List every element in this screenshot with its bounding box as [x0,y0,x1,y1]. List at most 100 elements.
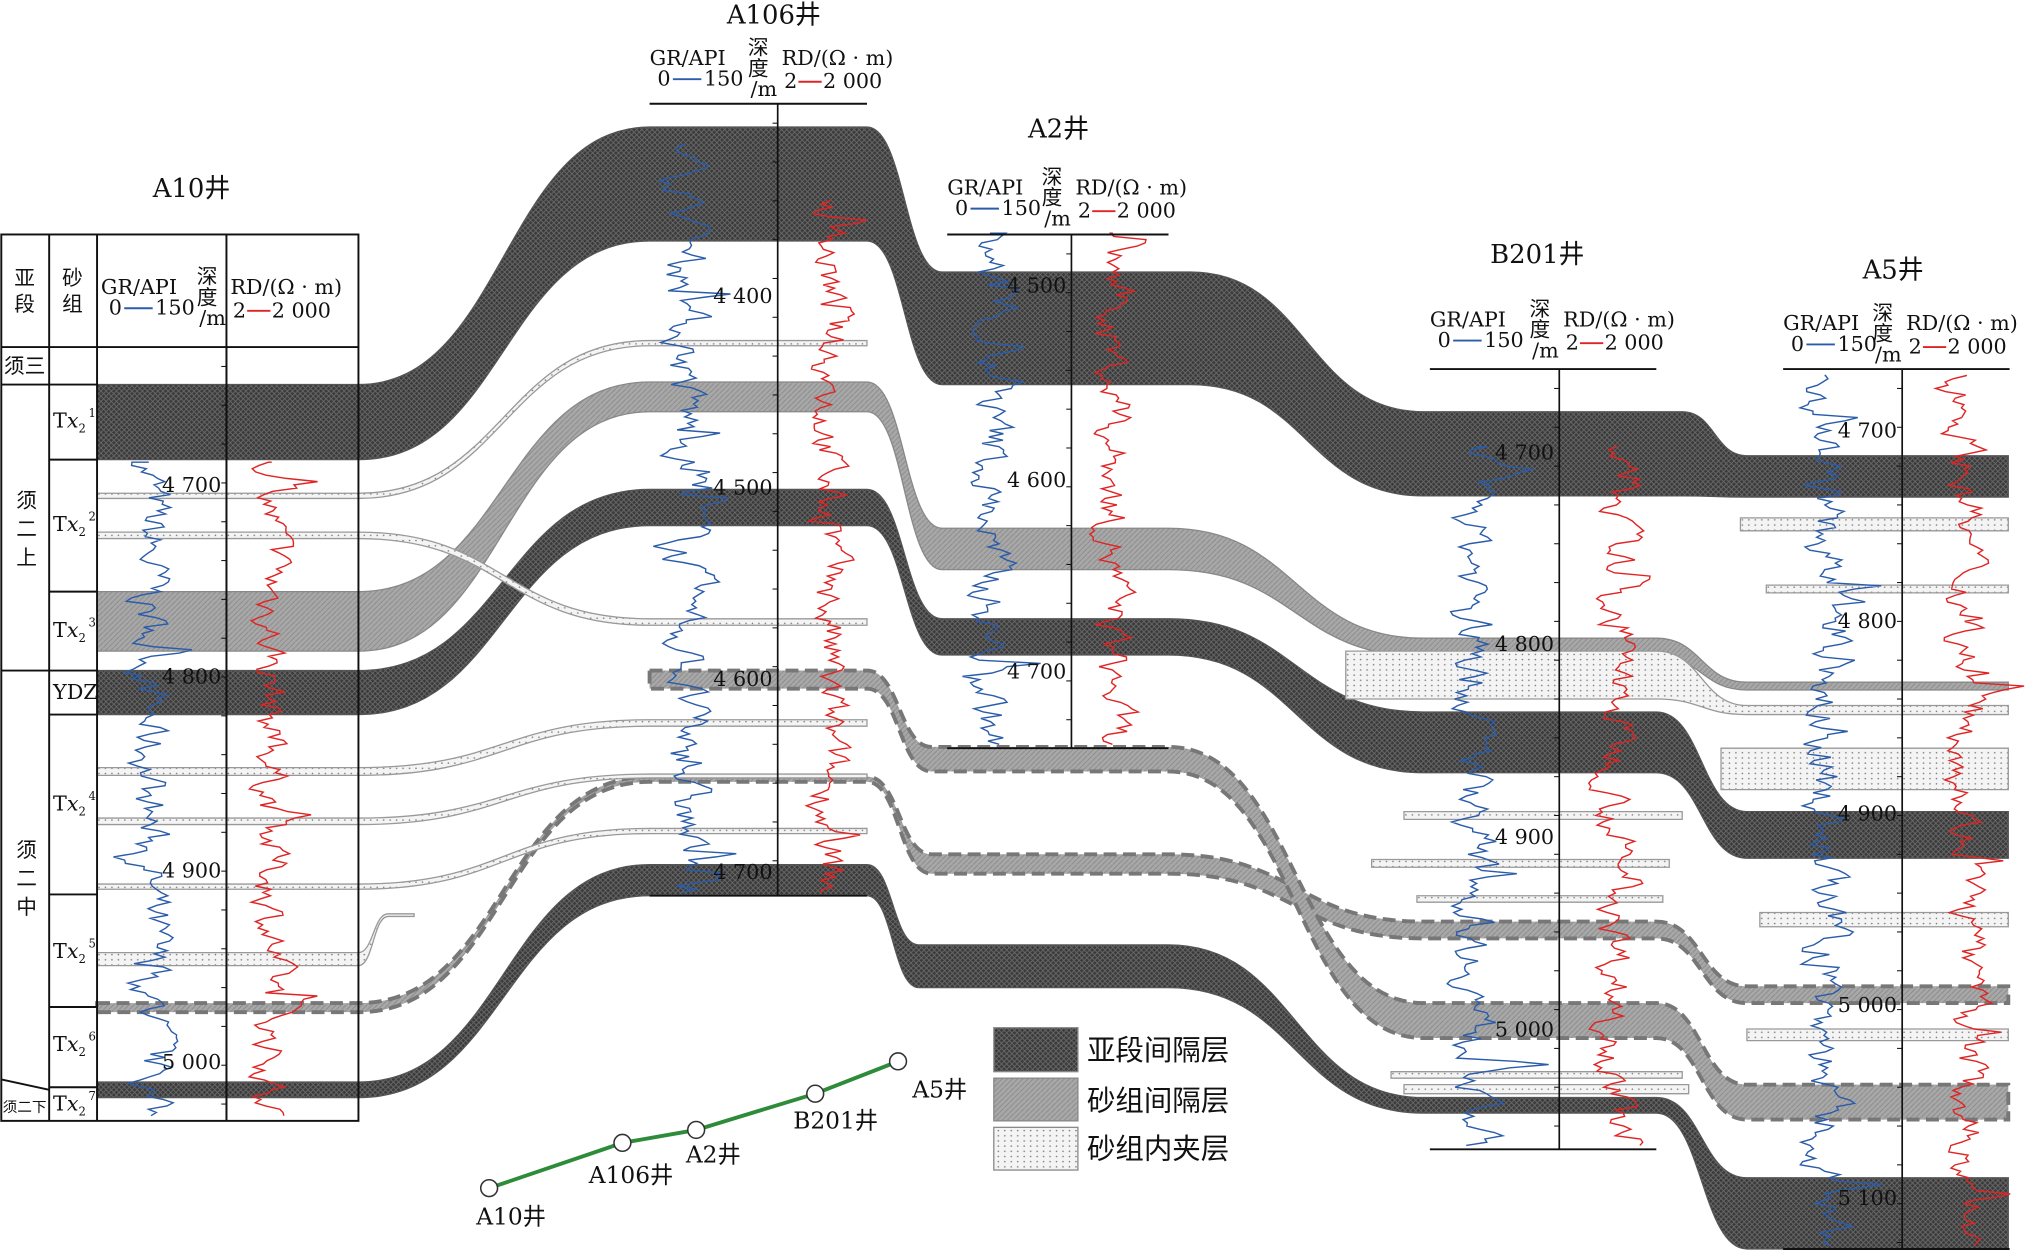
layer-bands [95,126,2011,1250]
depth-label: 4 600 [1007,468,1066,492]
sandgroup-label: Tx26 [53,1030,96,1060]
sandgroup-label: Tx21 [53,406,96,436]
depth-label: 4 900 [1495,825,1554,849]
well-name: A2井 [1027,114,1089,144]
rd-axis-max: 2 000 [1947,335,2006,359]
subsection-barrier-band [96,488,2009,859]
gr-axis-label: GR/API [1430,307,1506,331]
sandgroup-label: Tx23 [53,616,96,646]
rd-log-curve [1088,232,1147,745]
gr-axis-min: 0 [109,296,122,320]
rd-axis-min: 2 [784,69,797,93]
subsection-label: 须三 [4,354,45,378]
legend-swatch-subsection-barrier [993,1027,1079,1073]
depth-axis-unit: /m [1532,338,1559,362]
depth-axis-label: 深 [1872,301,1893,325]
depth-axis-unit: /m [751,77,778,101]
well-location-marker [806,1084,825,1103]
well-location-marker [479,1178,499,1198]
depth-label: 5 000 [1838,993,1897,1017]
interlayer-band [1345,650,2009,716]
depth-label: 5 000 [1495,1018,1554,1042]
sandgroup-label: YDZ [52,680,98,704]
well-location-marker [888,1052,908,1071]
rd-axis-max: 2 000 [1117,199,1176,223]
subsection-label: 须二中 [13,839,37,924]
interlayer-band [1759,911,2009,928]
rd-axis-label: RD/(Ω · m) [1075,175,1187,199]
depth-label: 4 500 [713,476,772,500]
col-sandgroup-header: 砂组 [62,266,83,316]
depth-label: 4 700 [1007,659,1066,683]
gr-axis-min: 0 [955,196,968,220]
legend-label: 砂组内夹层 [1087,1132,1229,1165]
gr-axis-max: 150 [155,296,195,320]
depth-axis-unit: /m [1875,342,1902,366]
depth-label: 5 100 [1838,1186,1897,1210]
depth-label: 4 400 [713,284,772,308]
interlayer-band [96,339,868,500]
depth-label: 4 800 [1495,632,1554,656]
sandgroup-barrier-band [647,668,2011,1122]
rd-axis-max: 2 000 [1605,331,1664,355]
depth-label: 4 900 [162,859,221,883]
rd-axis-min: 2 [233,298,246,322]
well-logs [113,144,2025,1247]
interlayer-band [96,773,868,826]
depth-label: 4 800 [162,664,221,688]
rd-log-curve [804,200,867,894]
depth-axis-label: 度 [748,56,769,80]
sandgroup-label: Tx22 [53,509,96,539]
interlayer-band [1403,810,1683,821]
gr-axis-max: 150 [1837,332,1877,356]
depth-label: 5 000 [162,1050,221,1074]
rd-log-curve [1587,445,1651,1146]
interlayer-band [1739,517,2009,532]
rd-log-curve [1933,374,2025,1247]
rd-axis-label: RD/(Ω · m) [782,46,894,70]
gr-axis-min: 0 [657,67,670,91]
well-name: A5井 [1862,255,1924,285]
interlayer-band [1765,584,2009,594]
gr-axis-max: 150 [1484,328,1524,352]
gr-axis-max: 150 [1002,196,1042,220]
interlayer-band [96,913,415,967]
rd-axis-label: RD/(Ω · m) [1906,311,2018,335]
interlayer-band [1416,895,1664,903]
gr-log-curve [1446,445,1549,1147]
depth-axis-label: 深 [1042,165,1063,189]
depth-axis-unit: /m [1044,206,1071,230]
depth-label: 4 600 [713,667,772,691]
depth-axis-label: 深 [1530,297,1551,321]
well-location-label: A10井 [475,1203,546,1230]
depth-label: 4 900 [1838,802,1897,826]
depth-label: 4 700 [1838,419,1897,443]
depth-axis-label: 度 [1530,318,1551,342]
rd-axis-label: RD/(Ω · m) [1563,307,1675,331]
depth-axis-label: 度 [197,285,218,309]
rd-axis-label: RD/(Ω · m) [230,275,342,299]
subsection-label: 须二下 [3,1099,47,1116]
depth-label: 4 800 [1838,609,1897,633]
subsection-barrier-band [96,126,2009,498]
gr-axis-label: GR/API [101,275,177,299]
well-location-label: B201井 [793,1108,878,1135]
sandgroup-label: Tx24 [53,789,96,819]
legend: 亚段间隔层 砂组间隔层 砂组内夹层 [993,1027,1229,1171]
subsection-label: 须二上 [13,489,37,574]
interlayer-band [1720,747,2009,791]
depth-axis-unit: /m [199,306,226,330]
gr-log-curve [113,461,193,1117]
depth-label: 4 700 [1495,441,1554,465]
interlayer-band [1390,1071,1683,1079]
legend-label: 亚段间隔层 [1087,1034,1229,1067]
rd-axis-min: 2 [1078,199,1091,223]
depth-axis-label: 深 [197,265,218,289]
gr-log-curve [962,232,1041,745]
well-location-marker [613,1133,632,1153]
gr-log-curve [653,144,737,894]
col-subsection-header: 亚段 [14,266,35,316]
depth-axis-label: 度 [1872,322,1893,346]
